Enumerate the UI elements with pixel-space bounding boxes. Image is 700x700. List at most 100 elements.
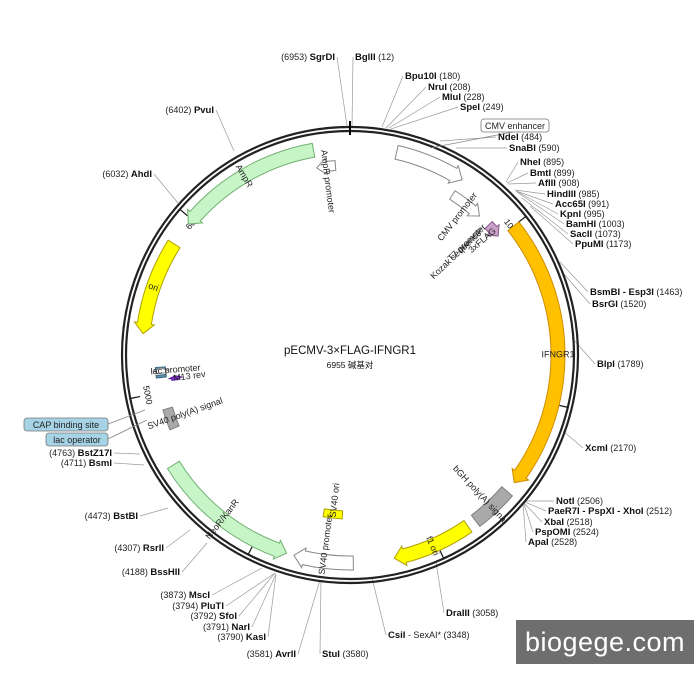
restriction-site: (3581) AvrII xyxy=(247,649,296,660)
site-position: (180) xyxy=(437,71,461,81)
site-leader xyxy=(507,182,537,185)
restriction-site: (3794) PluTI xyxy=(172,601,224,612)
site-position: (6953) xyxy=(281,52,310,62)
site-leader xyxy=(225,572,276,607)
tick-mark xyxy=(130,395,141,400)
restriction-site: HindIII (985) xyxy=(547,189,600,200)
site-position: (249) xyxy=(480,102,504,112)
plasmid-name: pECMV-3×FLAG-IFNGR1 xyxy=(284,345,416,357)
site-leader xyxy=(165,529,191,549)
site-name: BstBI xyxy=(113,511,138,522)
site-name: NdeI xyxy=(498,132,519,143)
site-position: (1003) xyxy=(596,219,625,229)
tick-mark xyxy=(517,215,527,224)
site-leader xyxy=(113,452,141,455)
feature-label-box xyxy=(23,417,109,432)
plasmid-backbone xyxy=(120,121,580,585)
feature-kozak-sequence xyxy=(461,240,471,249)
feature-ampr xyxy=(187,142,316,225)
site-position: (4307) xyxy=(114,543,143,553)
site-name: NruI xyxy=(428,82,447,93)
restriction-site: XbaI (2518) xyxy=(544,517,593,528)
site-name: MscI xyxy=(189,590,210,601)
restriction-site: XcmI (2170) xyxy=(585,443,636,454)
restriction-site: BsmBI - Esp3I (1463) xyxy=(590,287,682,298)
site-name: SfoI xyxy=(219,611,237,622)
feature-f1-ori xyxy=(393,519,473,567)
site-position: (12) xyxy=(376,52,395,62)
restriction-site: (4711) BsmI xyxy=(61,458,112,469)
site-name: AflII xyxy=(538,178,556,189)
site-name: MluI xyxy=(442,92,461,103)
restriction-site: KpnI (995) xyxy=(560,209,605,220)
site-name: BglII xyxy=(355,52,376,63)
site-name: RsrII xyxy=(143,543,164,554)
restriction-site: BmtI (899) xyxy=(530,168,575,179)
restriction-site: SnaBI (590) xyxy=(509,143,559,154)
site-position: (3580) xyxy=(340,649,369,659)
tick-mark xyxy=(557,404,568,408)
site-name: Acc65I xyxy=(555,199,586,210)
site-position: (2528) xyxy=(549,537,578,547)
site-leader xyxy=(297,579,321,655)
site-position: (1789) xyxy=(615,359,644,369)
site-name: SacII xyxy=(570,229,592,240)
site-position: (1073) xyxy=(592,229,621,239)
site-name: KpnI xyxy=(560,209,581,220)
site-position: (6402) xyxy=(165,105,194,115)
site-leader xyxy=(563,273,591,305)
feature-label: ori xyxy=(147,281,160,294)
restriction-site: StuI (3580) xyxy=(322,649,368,660)
tick-label: 5000 xyxy=(141,385,155,406)
site-position: (484) xyxy=(519,132,543,142)
restriction-site: CsiI - SexAI* (3348) xyxy=(388,630,469,641)
restriction-site: NotI (2506) xyxy=(556,496,603,507)
site-leader xyxy=(351,56,354,127)
site-position: (6032) xyxy=(102,169,131,179)
site-position: (3348) xyxy=(441,630,470,640)
tick-mark xyxy=(247,545,254,555)
restriction-site: (3790) KasI xyxy=(217,632,266,643)
feature-sv40-promoter xyxy=(293,547,354,571)
site-position: (3581) xyxy=(247,649,276,659)
site-leader xyxy=(251,573,277,628)
restriction-site: PspOMI (2524) xyxy=(535,527,599,538)
site-name: ApaI xyxy=(528,537,549,548)
site-name: NheI xyxy=(520,157,541,168)
site-name: PpuMI xyxy=(575,239,604,250)
feature-lac-operator xyxy=(155,373,167,379)
restriction-site: Acc65I (991) xyxy=(555,199,609,210)
restriction-site: SpeI (249) xyxy=(460,102,504,113)
site-leader xyxy=(562,430,584,449)
feature-sv40-poly-a-signal xyxy=(162,406,180,431)
restriction-site: MluI (228) xyxy=(442,92,485,103)
site-position: (2506) xyxy=(574,496,603,506)
restriction-site: SacII (1073) xyxy=(570,229,621,240)
feature-label-box xyxy=(480,118,550,133)
site-leader xyxy=(139,507,169,517)
site-leader xyxy=(267,573,277,638)
site-position: (3794) xyxy=(172,601,201,611)
feature-label: CAP binding site xyxy=(33,420,99,430)
site-leader xyxy=(319,579,322,655)
site-leader xyxy=(521,197,569,235)
restriction-site: (6402) PvuI xyxy=(165,105,214,116)
plasmid-size: 6955 碱基对 xyxy=(327,360,374,370)
site-leader xyxy=(215,109,235,152)
site-name: StuI xyxy=(322,649,340,660)
site-position: (4473) xyxy=(85,511,114,521)
site-leader xyxy=(514,189,546,195)
site-name: BamHI xyxy=(566,219,596,230)
site-leader xyxy=(181,542,208,573)
site-leader xyxy=(516,191,565,225)
site-name: AvrII xyxy=(275,649,296,660)
site-leader xyxy=(439,136,497,142)
site-position: (2512) xyxy=(644,506,673,516)
site-name: SnaBI xyxy=(509,143,536,154)
site-leader xyxy=(515,190,554,205)
site-name: XbaI xyxy=(544,517,564,528)
feature-lac-promoter xyxy=(152,367,169,375)
site-name: BsmBI - Esp3I xyxy=(590,287,654,298)
site-leader xyxy=(113,462,145,466)
